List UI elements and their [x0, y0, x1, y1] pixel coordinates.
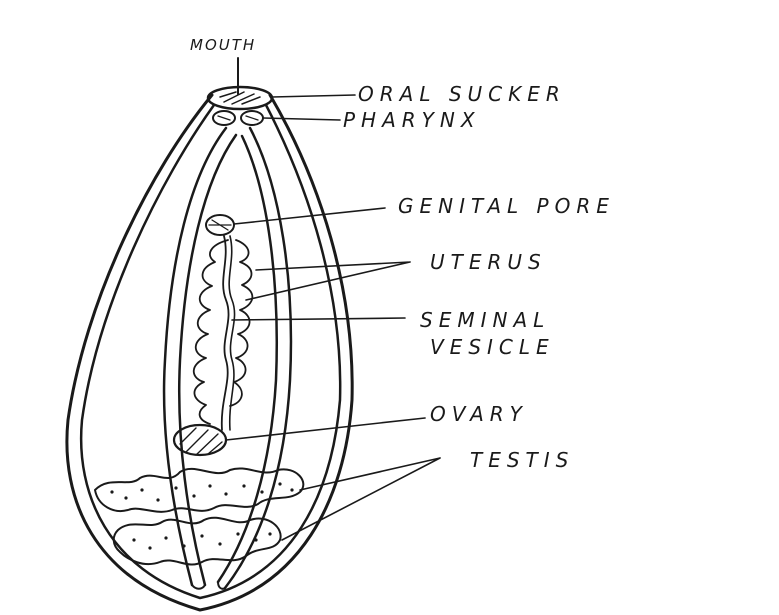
label-vesicle: VESICLE [430, 335, 555, 359]
intestinal-caecum-left [164, 128, 226, 585]
label-uterus: UTERUS [430, 250, 547, 274]
leader-oral-sucker [272, 95, 355, 97]
label-oral-sucker: ORAL SUCKER [358, 82, 566, 106]
seminal-vesicle [222, 236, 229, 430]
label-ovary: OVARY [430, 402, 528, 426]
label-pharynx: PHARYNX [343, 108, 481, 132]
leader-testis [282, 458, 440, 540]
oral-sucker [208, 87, 272, 109]
label-testis: TESTIS [470, 448, 574, 472]
uterus-coils [194, 240, 228, 424]
oral-sucker-hatching [220, 92, 260, 104]
body-outline-inner [81, 105, 340, 598]
label-seminal: SEMINAL [420, 308, 550, 332]
leader-seminal-vesicle [232, 318, 405, 320]
label-mouth: MOUTH [190, 36, 256, 54]
leader-uterus [246, 262, 410, 300]
label-genital-pore: GENITAL PORE [398, 194, 615, 218]
testis-dots [110, 482, 293, 549]
leader-ovary [226, 418, 425, 440]
